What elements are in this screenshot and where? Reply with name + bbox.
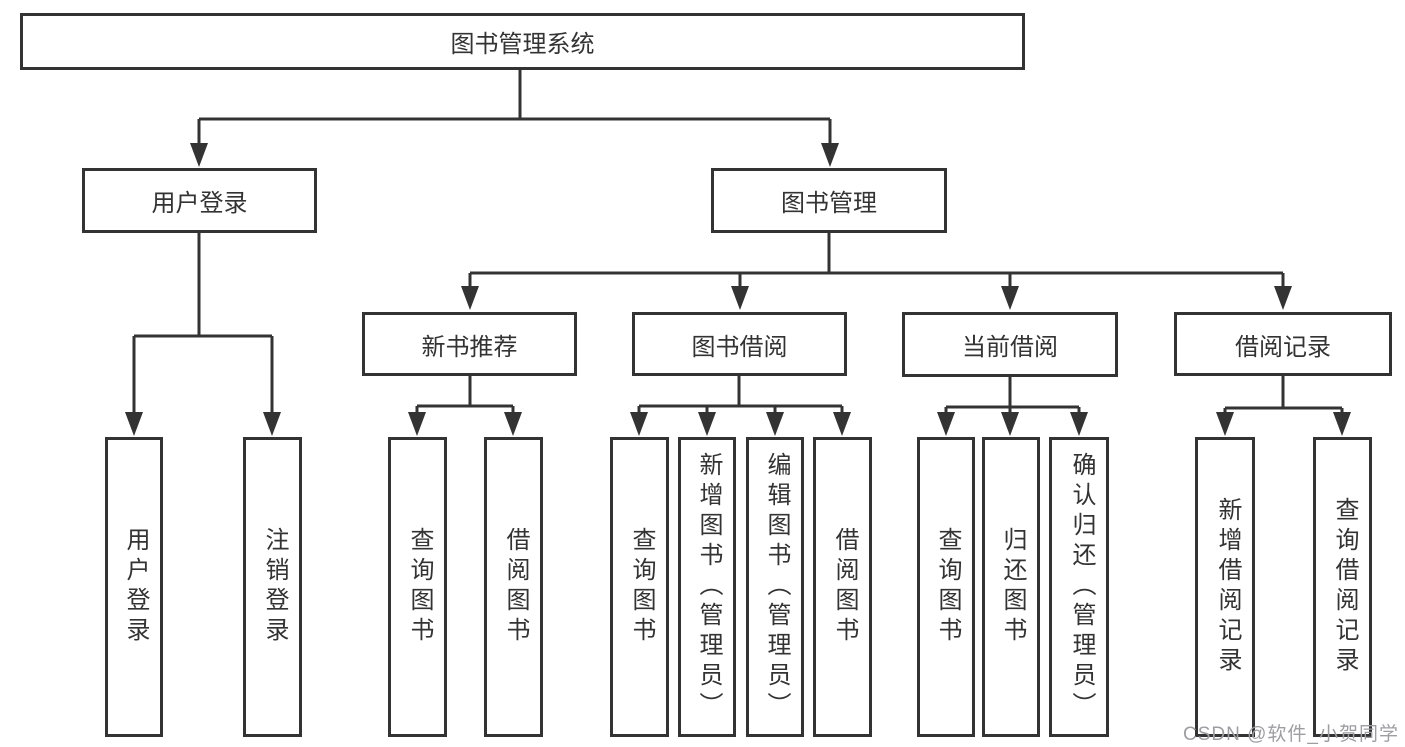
leaf-add-borrow-record: 新增借阅记录 [1195,437,1255,737]
leaf-edit-books-admin: 编辑图书（管理员） [746,437,804,737]
leaf-return-books: 归还图书 [982,437,1040,737]
node-book-management: 图书管理 [711,168,947,233]
arrowheads [125,143,1351,436]
connector-lines [132,70,1344,416]
node-library-management-system: 图书管理系统 [20,13,1025,70]
node-current-borrowing: 当前借阅 [902,312,1118,377]
node-user-login: 用户登录 [82,168,317,233]
node-book-borrowing: 图书借阅 [632,312,847,376]
leaf-borrow-books-borrowing: 借阅图书 [813,437,872,737]
leaf-borrow-books-recommend: 借阅图书 [484,437,543,737]
leaf-query-books-recommend: 查询图书 [388,437,447,737]
leaf-query-borrow-record: 查询借阅记录 [1313,437,1372,737]
leaf-logout: 注销登录 [243,437,302,737]
leaf-confirm-return-admin: 确认归还（管理员） [1049,437,1109,737]
leaf-add-books-admin: 新增图书（管理员） [678,437,736,737]
leaf-query-books-borrowing: 查询图书 [610,437,669,737]
watermark: CSDN @软件_小贺同学 [1183,724,1399,745]
leaf-user-login: 用户登录 [105,437,163,737]
leaf-query-books-current: 查询图书 [917,437,975,737]
node-new-book-recommendation: 新书推荐 [362,312,577,376]
node-borrowing-records: 借阅记录 [1174,312,1392,376]
